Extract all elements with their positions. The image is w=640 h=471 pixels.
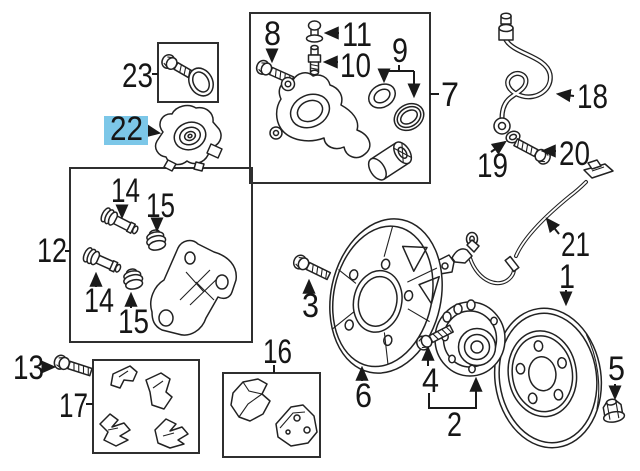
bleeder-screw-drawing	[307, 44, 322, 76]
callout-12-label[interactable]: 12	[37, 232, 67, 270]
callout-19-label[interactable]: 19	[477, 147, 508, 185]
callout-23-label[interactable]: 23	[122, 57, 153, 95]
group-box-12	[69, 167, 253, 343]
hub-bearing-drawing	[434, 299, 506, 377]
callout-22-label[interactable]: 22	[110, 110, 143, 148]
brake-hose-drawing	[493, 12, 553, 135]
callout-15-label[interactable]: 15	[146, 187, 175, 225]
bleeder-cap-drawing	[305, 20, 324, 43]
callout-14-label[interactable]: 14	[111, 172, 140, 210]
callout-10-label[interactable]: 10	[340, 47, 371, 85]
callout-18-label[interactable]: 18	[577, 78, 608, 116]
callout-3-label[interactable]: 3	[302, 287, 319, 325]
callout-7-label[interactable]: 7	[441, 76, 459, 114]
bracket-bolt-drawing	[51, 352, 94, 380]
group-box-7	[249, 12, 431, 184]
group-box-17	[92, 359, 200, 454]
brake-caliper-drawing	[269, 72, 371, 159]
leader-arrow	[145, 124, 162, 138]
leader-arrow	[428, 376, 483, 409]
parking-brake-actuator-drawing	[154, 104, 223, 172]
brake-pad-drawing	[230, 378, 318, 447]
guide-pin-drawing	[80, 245, 124, 277]
callout-15-label[interactable]: 15	[118, 303, 149, 341]
leader-arrow	[545, 217, 561, 235]
caliper-bracket-drawing	[150, 239, 237, 336]
callout-6-label[interactable]: 6	[355, 377, 372, 415]
callout-16-label[interactable]: 16	[263, 333, 292, 371]
pin-boot-drawing	[120, 266, 146, 292]
lock-nut-drawing	[602, 398, 626, 423]
callout-11-label[interactable]: 11	[342, 16, 372, 54]
callout-14-label[interactable]: 14	[84, 282, 114, 320]
hardware-clip-drawing	[99, 365, 189, 449]
callout-22-highlight	[104, 116, 148, 145]
piston-boot-drawing	[393, 102, 425, 132]
callout-1-label[interactable]: 1	[559, 258, 575, 296]
pin-boot-drawing	[143, 227, 169, 253]
callout-21-label[interactable]: 21	[561, 226, 590, 264]
o-ring-drawing	[188, 67, 214, 97]
group-box-23	[157, 42, 219, 103]
piston-seal-drawing	[368, 83, 396, 109]
abs-sensor-drawing	[436, 159, 614, 286]
callout-9-label[interactable]: 9	[392, 32, 408, 70]
brake-rotor-drawing	[493, 307, 603, 449]
leader-arrow	[490, 140, 507, 155]
callout-13-label[interactable]: 13	[13, 349, 44, 387]
callout-4-label[interactable]: 4	[422, 362, 439, 400]
callout-17-label[interactable]: 17	[59, 387, 88, 425]
dust-shield-drawing	[329, 218, 443, 374]
callout-5-label[interactable]: 5	[608, 350, 625, 388]
callout-2-label[interactable]: 2	[447, 406, 462, 444]
group-box-16	[222, 372, 321, 458]
caliper-piston-drawing	[367, 141, 413, 181]
guide-pin-drawing	[98, 205, 142, 239]
callout-8-label[interactable]: 8	[264, 15, 281, 53]
leader-arrow	[555, 89, 575, 103]
shield-bolt-drawing	[290, 252, 333, 284]
callout-20-label[interactable]: 20	[559, 135, 590, 173]
